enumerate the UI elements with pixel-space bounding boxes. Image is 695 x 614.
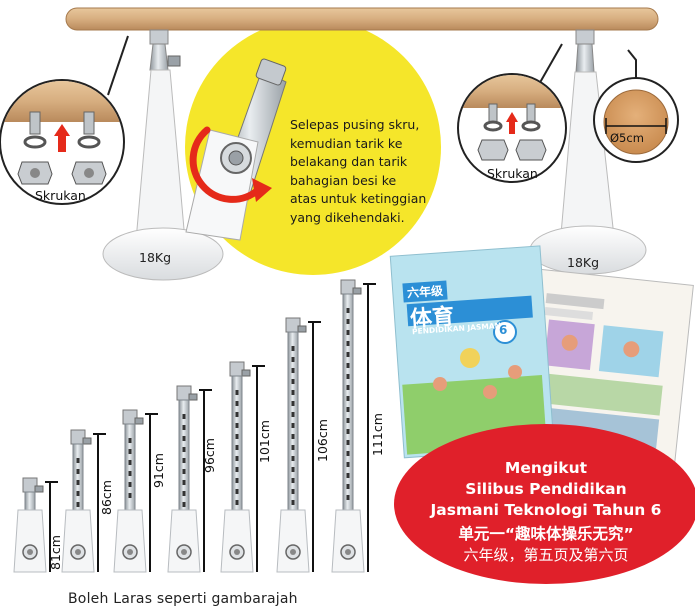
- instruction-line: kemudian tarik ke: [290, 135, 403, 151]
- height-label-96: 96cm: [202, 438, 217, 473]
- skrukan-label-left: Skrukan: [35, 188, 86, 203]
- badge-line-1: Mengikut: [504, 459, 588, 477]
- left-screw-callout: [0, 35, 129, 205]
- badge-line-5: 六年级，第五页及第六页: [463, 546, 629, 564]
- height-label-111: 111cm: [370, 413, 385, 456]
- weight-label-right: 18Kg: [567, 255, 600, 270]
- right-stand: [529, 29, 647, 275]
- adjustable-pole: [276, 317, 321, 573]
- book-grade-number: 6: [499, 323, 508, 337]
- instruction-line: yang dikehendaki.: [290, 209, 405, 225]
- right-screw-callout: [457, 43, 567, 183]
- height-poles: [13, 279, 376, 573]
- adjustable-pole: [331, 279, 376, 573]
- height-label-91: 91cm: [151, 453, 166, 488]
- height-label-106: 106cm: [315, 419, 330, 462]
- diameter-label: Ø5cm: [610, 131, 644, 145]
- height-label-86: 86cm: [99, 480, 114, 515]
- adjustable-pole: [113, 409, 158, 573]
- adjustable-pole: [13, 477, 58, 573]
- weight-label-left: 18Kg: [139, 250, 172, 265]
- adjustment-instruction: Selepas pusing skru, kemudian tarik ke b…: [290, 116, 435, 227]
- badge-line-2: Silibus Pendidikan: [465, 480, 627, 498]
- left-stand: [102, 29, 224, 281]
- instruction-line: belakang dan tarik: [290, 154, 408, 169]
- adjustable-pole: [167, 385, 212, 573]
- badge-line-3: Jasmani Teknologi Tahun 6: [430, 501, 662, 519]
- adjustable-caption: Boleh Laras seperti gambarajah: [68, 591, 298, 607]
- instruction-line: Selepas pusing skru,: [290, 117, 420, 132]
- skrukan-label-right: Skrukan: [487, 166, 538, 181]
- adjustment-detail: [185, 58, 287, 241]
- height-label-101: 101cm: [257, 420, 272, 463]
- wooden-bar: [65, 7, 659, 31]
- adjustable-pole: [61, 429, 106, 573]
- instruction-line: atas untuk ketinggian: [290, 191, 427, 206]
- height-label-81: 81cm: [48, 535, 63, 570]
- syllabus-badge: [394, 424, 695, 584]
- badge-line-4: 单元一“趣味体操乐无究”: [458, 525, 634, 543]
- diameter-callout: [593, 49, 679, 163]
- detail-highlight-circle: [185, 19, 441, 275]
- instruction-line: bahagian besi ke: [290, 172, 397, 188]
- rotate-arrow-icon: [189, 126, 272, 203]
- adjustable-pole: [220, 361, 265, 573]
